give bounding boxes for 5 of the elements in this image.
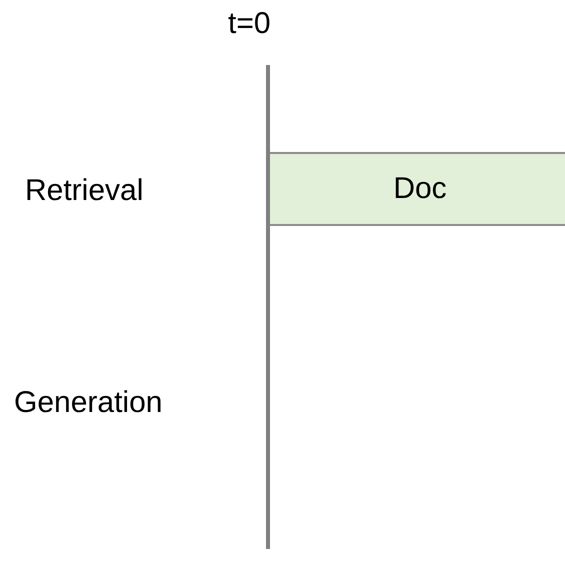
row-label: Generation (14, 385, 162, 421)
row-label: Retrieval (25, 173, 144, 209)
time-label: t=0 (228, 6, 271, 42)
document-bar (270, 152, 565, 226)
bar-label: Doc (393, 171, 447, 207)
